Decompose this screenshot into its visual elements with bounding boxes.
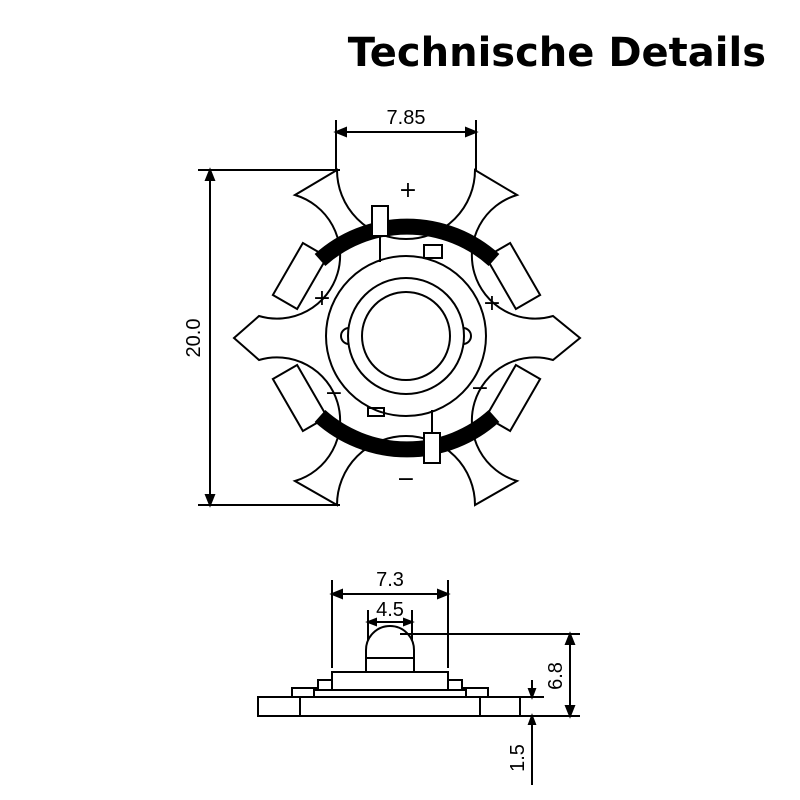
polarity-minus-left: − — [325, 381, 343, 406]
led-housing-ring — [347, 277, 465, 395]
cathode-mark — [423, 244, 443, 259]
dimension-base-width — [329, 580, 451, 668]
pad-bottom-left — [271, 363, 329, 433]
pad-bottom-right — [484, 363, 542, 433]
lead-anode — [371, 205, 389, 237]
dimension-height-top — [198, 167, 340, 508]
polarity-labels: + + + − − − — [313, 178, 501, 492]
solder-ring-bottom — [314, 409, 500, 458]
label-board-thickness: 1.5 — [507, 744, 529, 772]
led-housing-outer — [325, 255, 487, 417]
polarity-plus-top: + — [399, 178, 417, 203]
pad-top-right — [484, 241, 542, 311]
side-led-base — [331, 671, 449, 691]
label-total-height: 6.8 — [545, 662, 567, 690]
lead-cathode — [423, 432, 441, 464]
side-housing — [313, 689, 467, 698]
led-lens — [361, 291, 451, 381]
polarity-plus-left: + — [313, 286, 331, 311]
solder-ring-top — [314, 218, 500, 267]
polarity-minus-bottom: − — [397, 467, 415, 492]
housing-tab-right — [462, 327, 472, 345]
dimension-width-top — [333, 120, 479, 170]
dimension-board-thickness — [520, 680, 544, 785]
label-width-top: 7.85 — [387, 107, 426, 129]
side-lead-left — [291, 679, 332, 697]
side-lens-dome — [365, 625, 415, 673]
side-lead-right — [448, 679, 489, 697]
page-title: Technische Details — [347, 30, 766, 76]
polarity-minus-right: − — [471, 376, 489, 401]
label-lens-width: 4.5 — [376, 599, 404, 621]
label-height-top: 20.0 — [183, 319, 205, 358]
pad-top-left — [271, 241, 329, 311]
polarity-plus-right: + — [483, 291, 501, 316]
label-base-width: 7.3 — [376, 569, 404, 591]
dimension-total-height — [400, 631, 580, 719]
hexagonal-star-board — [232, 168, 582, 507]
housing-tab-left — [340, 327, 350, 345]
